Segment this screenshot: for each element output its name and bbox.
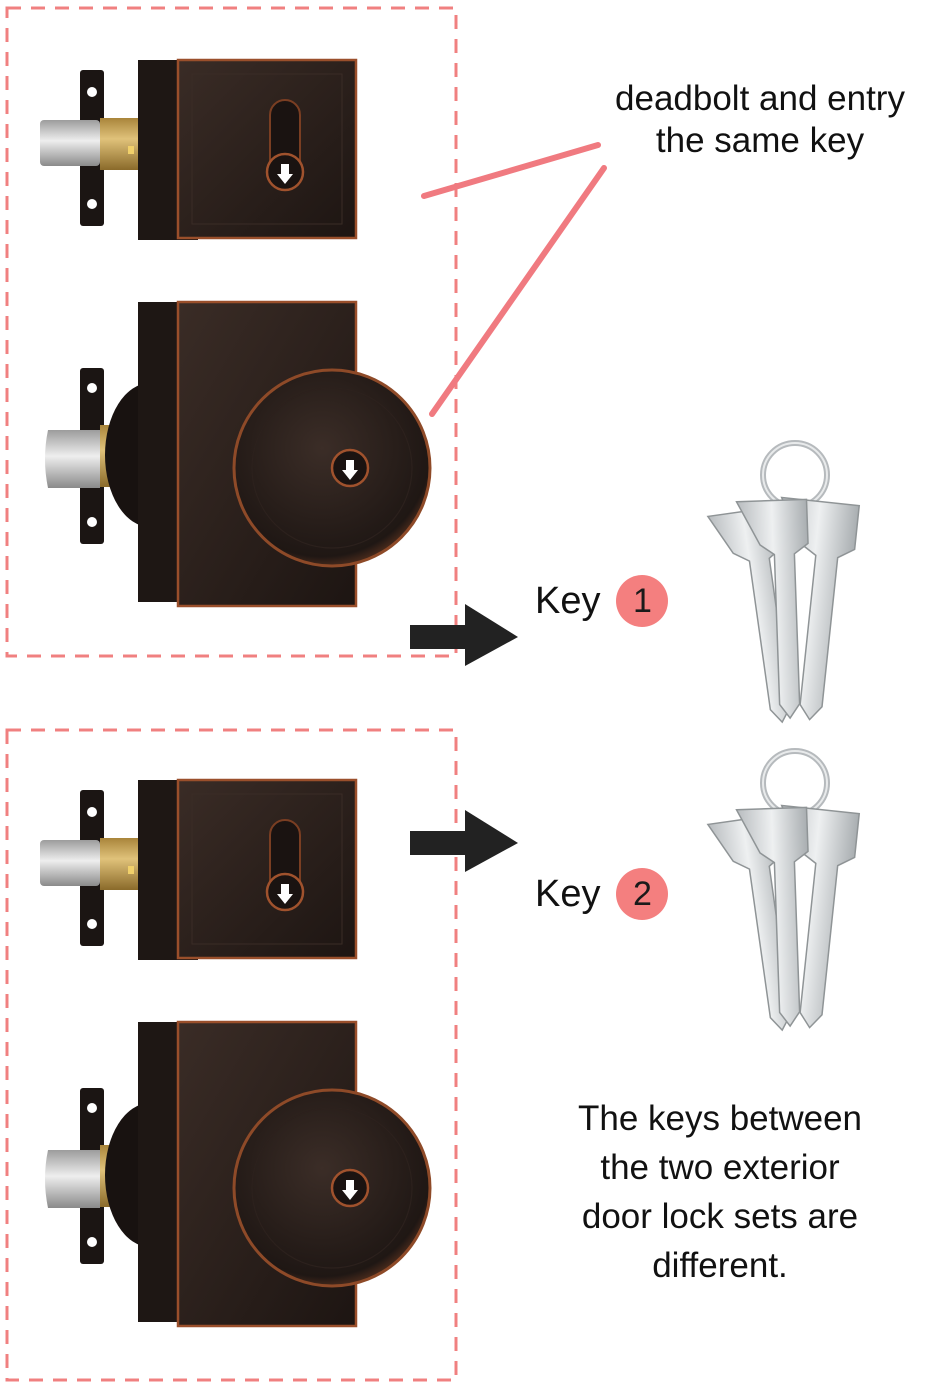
arrow-right-icon <box>410 604 518 666</box>
key-2-label: Key 2 <box>535 868 669 920</box>
note-line: the two exterior <box>600 1148 840 1187</box>
note-line: The keys between <box>577 1099 863 1138</box>
note-text: The keys between the two exterior door l… <box>520 1094 920 1290</box>
key-ring-icon <box>708 443 859 728</box>
key-ring-icon <box>708 751 859 1036</box>
key-1-label: Key 1 <box>535 575 669 627</box>
arrow-right-icon <box>410 810 518 872</box>
key-label-text: Key <box>535 872 601 915</box>
deadbolt-icon <box>38 778 358 962</box>
knob-lock-icon <box>43 1020 432 1328</box>
knob-lock-icon <box>43 300 432 608</box>
note-line: different. <box>652 1246 788 1285</box>
callout-line: the same key <box>655 121 865 160</box>
note-line: door lock sets are <box>581 1197 859 1236</box>
set-2-dashed-border <box>5 728 458 1382</box>
callout-line: deadbolt and entry <box>615 79 905 118</box>
callout-text: deadbolt and entry the same key <box>570 78 949 162</box>
connector-line-deadbolt <box>421 142 601 199</box>
key-label-text: Key <box>535 579 601 622</box>
key-number-badge: 1 <box>616 575 669 627</box>
connector-line-knob <box>429 165 607 417</box>
deadbolt-icon <box>38 58 358 242</box>
set-1-dashed-border <box>5 6 458 658</box>
key-number-badge: 2 <box>616 868 669 920</box>
